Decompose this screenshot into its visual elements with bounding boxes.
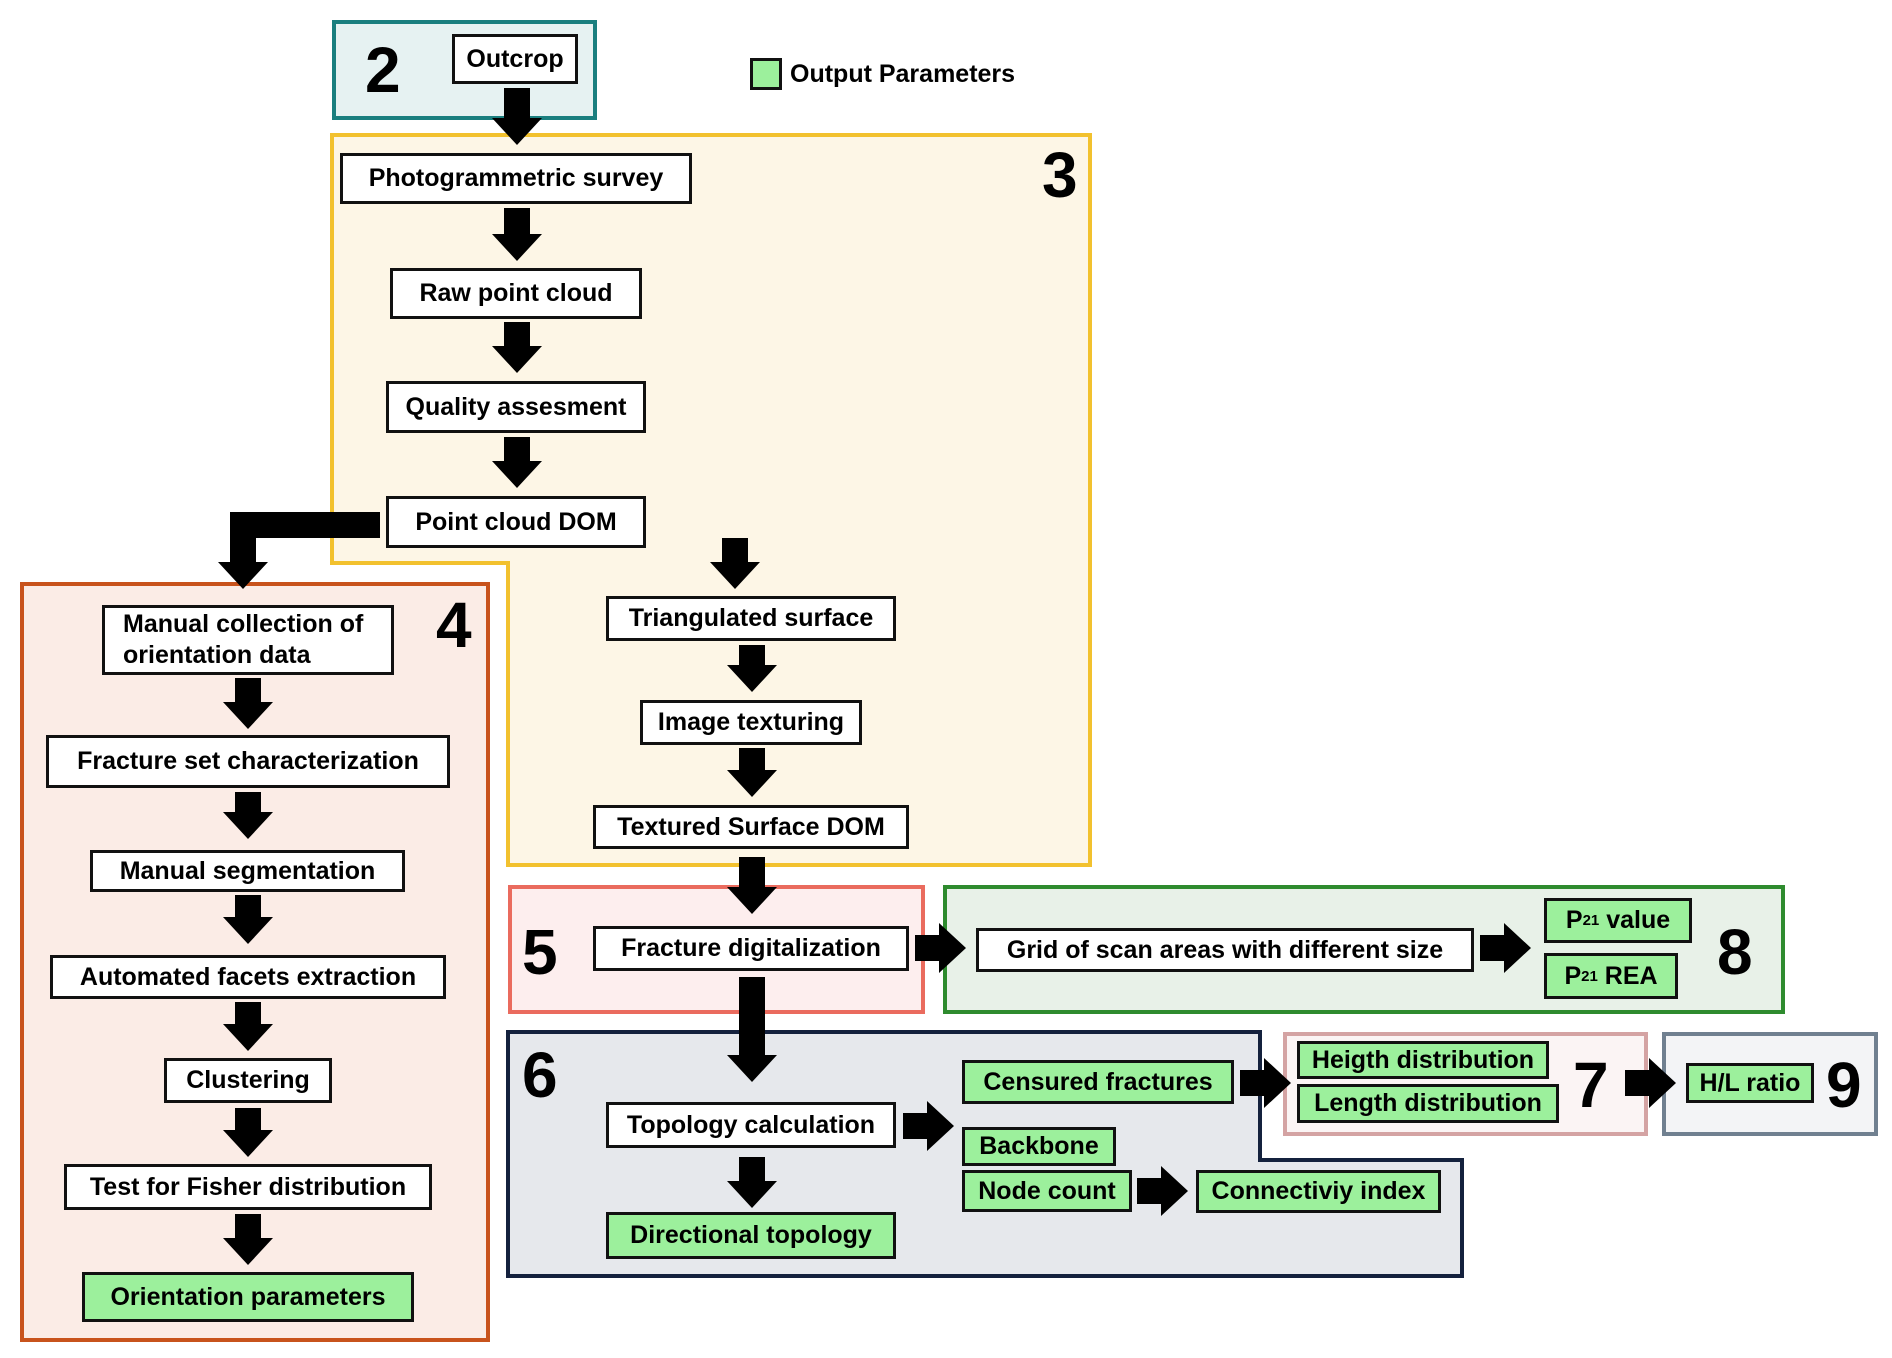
arrow-survey-to-raw bbox=[492, 208, 542, 261]
node-clustering: Clustering bbox=[164, 1058, 332, 1103]
region-number-5: 5 bbox=[522, 916, 558, 988]
arrow-fisher-to-orientation bbox=[223, 1214, 273, 1265]
arrow-segmentation-to-facets bbox=[223, 895, 273, 944]
arrow-topology-to-directional bbox=[727, 1157, 777, 1208]
legend-swatch bbox=[750, 58, 782, 90]
arrow-distributions-to-hl bbox=[1625, 1058, 1676, 1108]
arrow-clustering-to-fisher bbox=[223, 1108, 273, 1157]
node-grid-scan-areas: Grid of scan areas with different size bbox=[976, 928, 1474, 972]
node-textured-surface-dom: Textured Surface DOM bbox=[593, 805, 909, 849]
p21-rea-subscript: 21 bbox=[1581, 967, 1598, 985]
arrow-topology-to-outputs bbox=[903, 1101, 954, 1151]
p21-value-subscript: 21 bbox=[1582, 912, 1600, 929]
arrow-facets-to-clustering bbox=[223, 1002, 273, 1051]
p21-rea-rest: REA bbox=[1597, 961, 1658, 990]
node-point-cloud-dom: Point cloud DOM bbox=[386, 496, 646, 548]
node-raw-point-cloud: Raw point cloud bbox=[390, 268, 642, 319]
node-censured-fractures: Censured fractures bbox=[962, 1060, 1234, 1104]
legend-label: Output Parameters bbox=[790, 60, 1016, 88]
region-number-6: 6 bbox=[522, 1039, 558, 1111]
node-manual-collection: Manual collection of orientation data bbox=[102, 605, 394, 675]
node-hl-ratio: H/L ratio bbox=[1686, 1063, 1814, 1103]
node-length-distribution: Length distribution bbox=[1297, 1084, 1559, 1123]
arrow-outcrop-to-survey bbox=[492, 88, 542, 145]
arrow-quality-to-dom bbox=[492, 437, 542, 488]
region-number-8: 8 bbox=[1717, 916, 1753, 988]
node-topology-calculation: Topology calculation bbox=[606, 1102, 896, 1148]
node-fracture-set-characterization: Fracture set characterization bbox=[46, 735, 450, 788]
arrow-texturing-to-textured bbox=[727, 748, 777, 797]
node-backbone: Backbone bbox=[962, 1127, 1116, 1166]
node-manual-segmentation: Manual segmentation bbox=[90, 850, 405, 892]
arrow-dom-to-manual bbox=[218, 512, 380, 589]
arrow-censured-to-distributions bbox=[1240, 1058, 1291, 1108]
region-number-2: 2 bbox=[365, 34, 401, 106]
arrow-raw-to-quality bbox=[492, 322, 542, 373]
arrow-manual-to-fracture-set bbox=[223, 678, 273, 729]
node-orientation-parameters: Orientation parameters bbox=[82, 1272, 414, 1322]
p21-value-rest: value bbox=[1599, 906, 1671, 934]
node-triangulated-surface: Triangulated surface bbox=[606, 596, 896, 641]
node-connectiviy-index: Connectiviy index bbox=[1196, 1170, 1441, 1213]
arrow-nodecount-to-connectivity bbox=[1137, 1166, 1188, 1216]
arrow-digitalization-to-topology bbox=[727, 977, 777, 1082]
arrow-grid-to-p21 bbox=[1480, 923, 1531, 973]
node-test-fisher: Test for Fisher distribution bbox=[64, 1164, 432, 1210]
node-quality-assesment: Quality assesment bbox=[386, 381, 646, 433]
node-image-texturing: Image texturing bbox=[640, 700, 862, 745]
p21-value-base: P bbox=[1565, 906, 1583, 934]
arrow-textured-to-digitalization bbox=[727, 857, 777, 914]
arrow-fracture-set-to-segmentation bbox=[223, 792, 273, 839]
region-number-3: 3 bbox=[1042, 139, 1078, 211]
node-outcrop: Outcrop bbox=[452, 34, 578, 84]
node-fracture-digitalization: Fracture digitalization bbox=[593, 926, 909, 971]
arrow-triangulated-to-texturing bbox=[727, 645, 777, 692]
arrow-digitalization-to-grid bbox=[915, 923, 966, 973]
region-number-7: 7 bbox=[1573, 1049, 1609, 1121]
node-heigth-distribution: Heigth distribution bbox=[1297, 1041, 1549, 1079]
arrow-dom-to-triangulated bbox=[654, 512, 760, 589]
region-number-9: 9 bbox=[1826, 1049, 1862, 1121]
p21-rea-base: P bbox=[1564, 961, 1582, 990]
region-number-4: 4 bbox=[436, 589, 472, 661]
node-node-count: Node count bbox=[962, 1170, 1132, 1212]
node-directional-topology: Directional topology bbox=[606, 1212, 896, 1259]
node-photogrammetric-survey: Photogrammetric survey bbox=[340, 153, 692, 204]
node-automated-facets-extraction: Automated facets extraction bbox=[50, 955, 446, 999]
